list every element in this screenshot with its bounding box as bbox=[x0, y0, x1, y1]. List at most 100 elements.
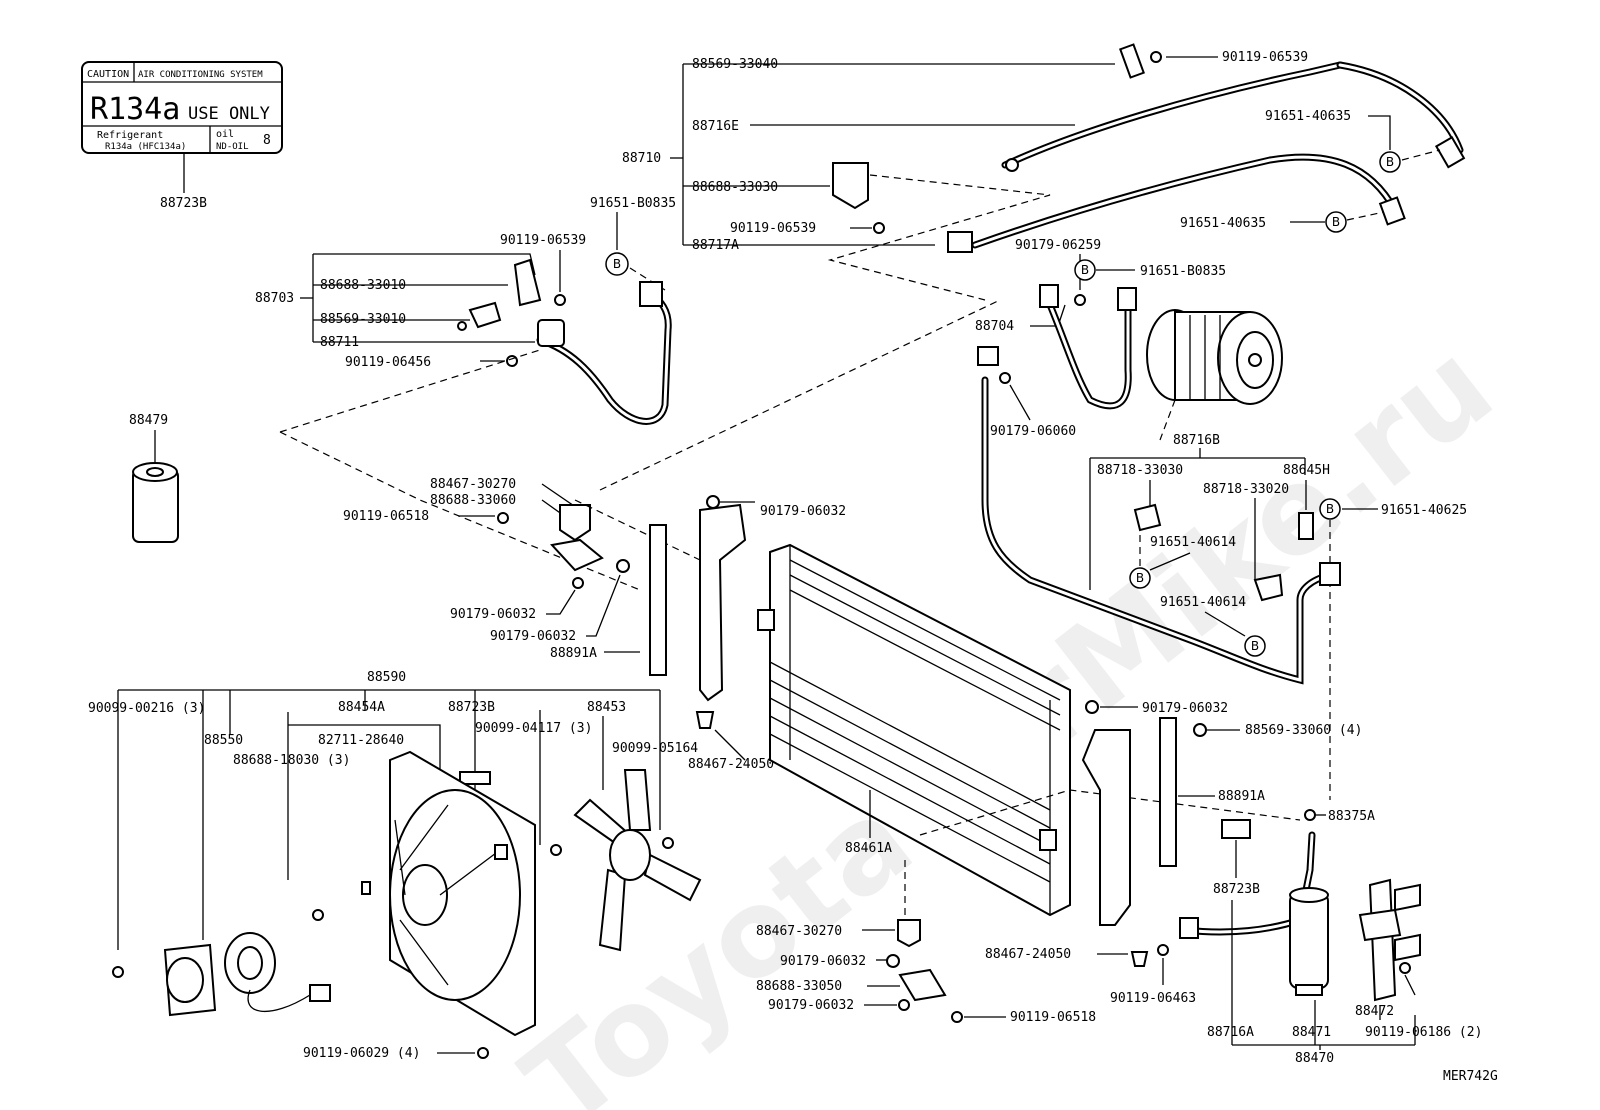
condenser-fitting-in bbox=[757, 609, 775, 631]
label-88590: 88590 bbox=[367, 670, 406, 685]
label-88703: 88703 bbox=[255, 291, 294, 306]
fan-blade-d bbox=[598, 868, 627, 952]
label-88461A: 88461A bbox=[845, 841, 892, 856]
svg-text:B: B bbox=[1386, 155, 1394, 169]
fitting-88704-a bbox=[1039, 284, 1059, 308]
label-90179-06032-a: 90179-06032 bbox=[450, 607, 536, 622]
label-88711: 88711 bbox=[320, 335, 359, 350]
label-88688-33030: 88688-33030 bbox=[692, 180, 778, 195]
label-88723B-top: 88723B bbox=[160, 196, 207, 211]
refrigerant-word: Refrigerant bbox=[97, 130, 163, 141]
label-88569-33060: 88569-33060 (4) bbox=[1245, 723, 1362, 738]
label-91651-B0835-r: 91651-B0835 bbox=[1140, 264, 1226, 279]
switch-88645H bbox=[1298, 512, 1314, 540]
fan-blade-b bbox=[623, 769, 652, 831]
label-88688-33010: 88688-33010 bbox=[320, 278, 406, 293]
label-90099-00216: 90099-00216 (3) bbox=[88, 701, 205, 716]
support-bracket-right bbox=[1081, 729, 1131, 926]
bracket-group-right: 90179-06032 88569-33060 (4) 88891A bbox=[1081, 700, 1362, 926]
label-90119-06539-left: 90119-06539 bbox=[500, 233, 586, 248]
diagram-id: MER742G bbox=[1443, 1069, 1498, 1084]
label-88891A-right: 88891A bbox=[1218, 789, 1265, 804]
hose-group-88703: 91651-B0835 B 90119-06539 88688-33010 88… bbox=[255, 196, 1001, 591]
bracket-88688-33030 bbox=[832, 162, 869, 210]
label-90119-06539-top: 90119-06539 bbox=[1222, 50, 1308, 65]
label-90179-06060: 90179-06060 bbox=[990, 424, 1076, 439]
line-group-88716B: 88716B 88718-33030 88645H 88718-33020 B … bbox=[981, 376, 1467, 800]
bracket-88891A-left bbox=[649, 524, 667, 676]
caution-text: CAUTION bbox=[87, 69, 129, 80]
clip-88453 bbox=[361, 881, 371, 895]
label-91651-B0835-l: 91651-B0835 bbox=[590, 196, 676, 211]
nut-90179-06060 bbox=[999, 372, 1011, 384]
clamp-88688-18030 bbox=[312, 909, 324, 921]
grommet-88467-24050-bot bbox=[1130, 951, 1149, 967]
fitting-right-mid bbox=[1378, 196, 1406, 226]
label-90179-06032-b: 90179-06032 bbox=[490, 629, 576, 644]
label-90179-06032-c: 90179-06032 bbox=[760, 504, 846, 519]
label-88723B-mid: 88723B bbox=[448, 700, 495, 715]
shroud-clip bbox=[494, 844, 508, 860]
fitting-88704-b bbox=[1117, 287, 1137, 311]
bracket-88688-33010 bbox=[513, 258, 542, 307]
refrigerant-big: R134a bbox=[90, 92, 180, 127]
plug-88375A bbox=[1304, 809, 1316, 821]
svg-text:B: B bbox=[1136, 571, 1144, 585]
oil-grade: 8 bbox=[263, 133, 271, 148]
label-90119-06539-mid: 90119-06539 bbox=[730, 221, 816, 236]
fitting-88716A bbox=[1179, 917, 1199, 939]
bolt-90119-06186 bbox=[1399, 962, 1411, 974]
compressor-group: 90179-06259 91651-B0835 B 88704 90179-06… bbox=[975, 238, 1283, 441]
label-88569-33040: 88569-33040 bbox=[692, 57, 778, 72]
label-88688-33050: 88688-33050 bbox=[756, 979, 842, 994]
bracket-88472 bbox=[1368, 878, 1397, 1002]
fan-hub-88453 bbox=[609, 829, 651, 881]
bolt-90119-06029 bbox=[477, 1047, 489, 1059]
label-90179-06032-e: 90179-06032 bbox=[780, 954, 866, 969]
label-88375A: 88375A bbox=[1328, 809, 1375, 824]
nut-90179-06032-b bbox=[616, 559, 630, 573]
label-88688-33060: 88688-33060 bbox=[430, 493, 516, 508]
dryer-88471 bbox=[1289, 892, 1329, 989]
label-88453: 88453 bbox=[587, 700, 626, 715]
clamp-top bbox=[1119, 43, 1145, 79]
label-90119-06518-bot: 90119-06518 bbox=[1010, 1010, 1096, 1025]
receiver-88479: 88479 bbox=[129, 413, 179, 543]
label-91651-40614-b: 91651-40614 bbox=[1160, 595, 1246, 610]
label-88704: 88704 bbox=[975, 319, 1014, 334]
svg-text:B: B bbox=[1251, 639, 1259, 653]
use-only-text: USE ONLY bbox=[188, 104, 270, 124]
label-88471: 88471 bbox=[1292, 1025, 1331, 1040]
bolt-90119-06518-top bbox=[497, 512, 509, 524]
fan-blade-c bbox=[643, 853, 702, 902]
label-88718-33020: 88718-33020 bbox=[1203, 482, 1289, 497]
label-88723B-right: 88723B bbox=[1213, 882, 1260, 897]
label-90119-06456: 90119-06456 bbox=[345, 355, 431, 370]
bolt-90119-06518-bot bbox=[951, 1011, 963, 1023]
nut-90179-06259 bbox=[1074, 294, 1086, 306]
bracket-88688-33060 bbox=[550, 538, 604, 572]
oil-word: oil bbox=[216, 129, 234, 140]
label-plate-88723B bbox=[459, 771, 491, 785]
label-88717A: 88717A bbox=[692, 238, 739, 253]
fitting-88717A bbox=[947, 231, 973, 253]
label-88891A-left: 88891A bbox=[550, 646, 597, 661]
bracket-group-center: 88467-30270 88688-33060 90119-06518 9017… bbox=[343, 477, 846, 772]
oil-spec: ND-OIL bbox=[216, 142, 249, 152]
fan-motor-hub bbox=[402, 864, 448, 926]
label-88479: 88479 bbox=[129, 413, 168, 428]
motor-connector bbox=[309, 984, 331, 1002]
fitting-right-top bbox=[1434, 135, 1466, 169]
fitting-88716B-end bbox=[1319, 562, 1341, 586]
nut-90179-06032-a bbox=[572, 577, 584, 589]
label-91651-40625: 91651-40625 bbox=[1381, 503, 1467, 518]
bolt-88569-33060 bbox=[1193, 723, 1207, 737]
label-88716A: 88716A bbox=[1207, 1025, 1254, 1040]
bracket-88688-33050 bbox=[898, 968, 947, 1002]
label-88688-18030: 88688-18030 (3) bbox=[233, 753, 350, 768]
bolt-90119-06539-mid bbox=[873, 222, 885, 234]
label-90099-04117: 90099-04117 (3) bbox=[475, 721, 592, 736]
refrigerant-spec: R134a (HFC134a) bbox=[105, 142, 186, 152]
label-88467-24050-bot: 88467-24050 bbox=[985, 947, 1071, 962]
